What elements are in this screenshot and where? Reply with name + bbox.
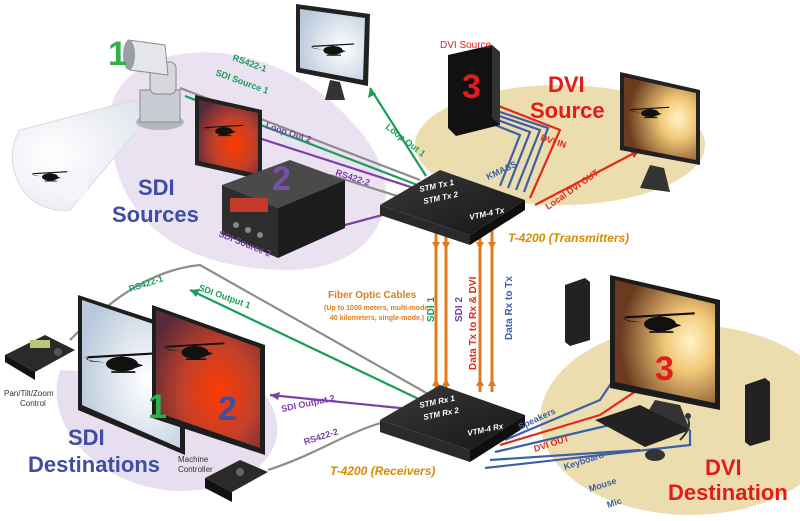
sdi-destinations-title-line2: Destinations xyxy=(28,452,160,477)
fiber-link-data-tx: Data Tx to Rx & DVI xyxy=(468,276,479,370)
machine-controller-label-line1: Machine xyxy=(178,455,209,464)
dvi-destination-speaker-right xyxy=(745,378,770,446)
fiber-link-sdi2: SDI 2 xyxy=(454,297,465,322)
fiber-note-1: (Up to 1000 meters, multi-mode, xyxy=(324,305,430,312)
fiber-cables xyxy=(432,228,496,392)
dvi-destination-title-line1: DVI xyxy=(705,455,742,480)
dvi-source-title-line1: DVI xyxy=(548,72,585,97)
fiber-link-data-rx: Data Rx to Tx xyxy=(504,276,515,340)
label-mic: Mic xyxy=(606,496,623,510)
transmitter-caption: T-4200 (Transmitters) xyxy=(508,231,629,245)
monitor-loop-out-2 xyxy=(195,95,262,180)
destination-1-number: 1 xyxy=(148,388,167,426)
dvi-destination-monitor xyxy=(610,275,720,430)
sdi-sources-title-line2: Sources xyxy=(112,202,199,227)
ptz-camera xyxy=(123,39,184,130)
t4200-receiver xyxy=(380,385,525,462)
sdi-sources-title-line1: SDI xyxy=(138,175,175,200)
sdi-destinations-title-line1: SDI xyxy=(68,425,105,450)
receiver-caption: T-4200 (Receivers) xyxy=(330,464,435,478)
mouse xyxy=(645,449,665,461)
source-3-number: 3 xyxy=(462,68,481,106)
ptz-label-line2: Control xyxy=(20,399,46,408)
t4200-transmitter xyxy=(380,170,525,245)
monitor-loop-out-1 xyxy=(296,4,370,100)
ptz-label-line1: Pan/Tilt/Zoom xyxy=(4,389,54,398)
destination-3-number: 3 xyxy=(655,350,674,388)
machine-controller xyxy=(205,460,268,502)
source-1-number: 1 xyxy=(108,35,127,73)
microphone xyxy=(679,413,691,441)
camera-beam xyxy=(11,99,151,211)
sdi-destination-monitor-2 xyxy=(152,305,265,455)
label-rs422-1-bottom: RS422-1 xyxy=(128,273,165,293)
ptz-controller xyxy=(5,335,75,380)
machine-controller-label-line2: Controller xyxy=(178,465,213,474)
destination-2-number: 2 xyxy=(218,390,237,428)
label-rs422-2-bottom: RS422-2 xyxy=(303,426,340,446)
source-2-number: 2 xyxy=(272,160,291,198)
fiber-note-2: 40 kilometers, single-mode.) xyxy=(330,315,424,322)
dvi-source-pc xyxy=(448,45,500,136)
fiber-link-sdi1: SDI 1 xyxy=(426,297,437,322)
camera-view-helicopter xyxy=(30,169,88,201)
dvi-source-title-line2: Source xyxy=(530,98,605,123)
fiber-title: Fiber Optic Cables xyxy=(328,290,417,301)
dvi-destination-title-line2: Destination xyxy=(668,480,788,505)
dvi-source-monitor xyxy=(620,72,700,192)
dvi-source-box-label: DVI Source xyxy=(440,40,492,51)
dvi-destination-speaker-left xyxy=(565,278,590,346)
source-2-deck xyxy=(222,160,345,258)
keyboard xyxy=(595,405,690,447)
